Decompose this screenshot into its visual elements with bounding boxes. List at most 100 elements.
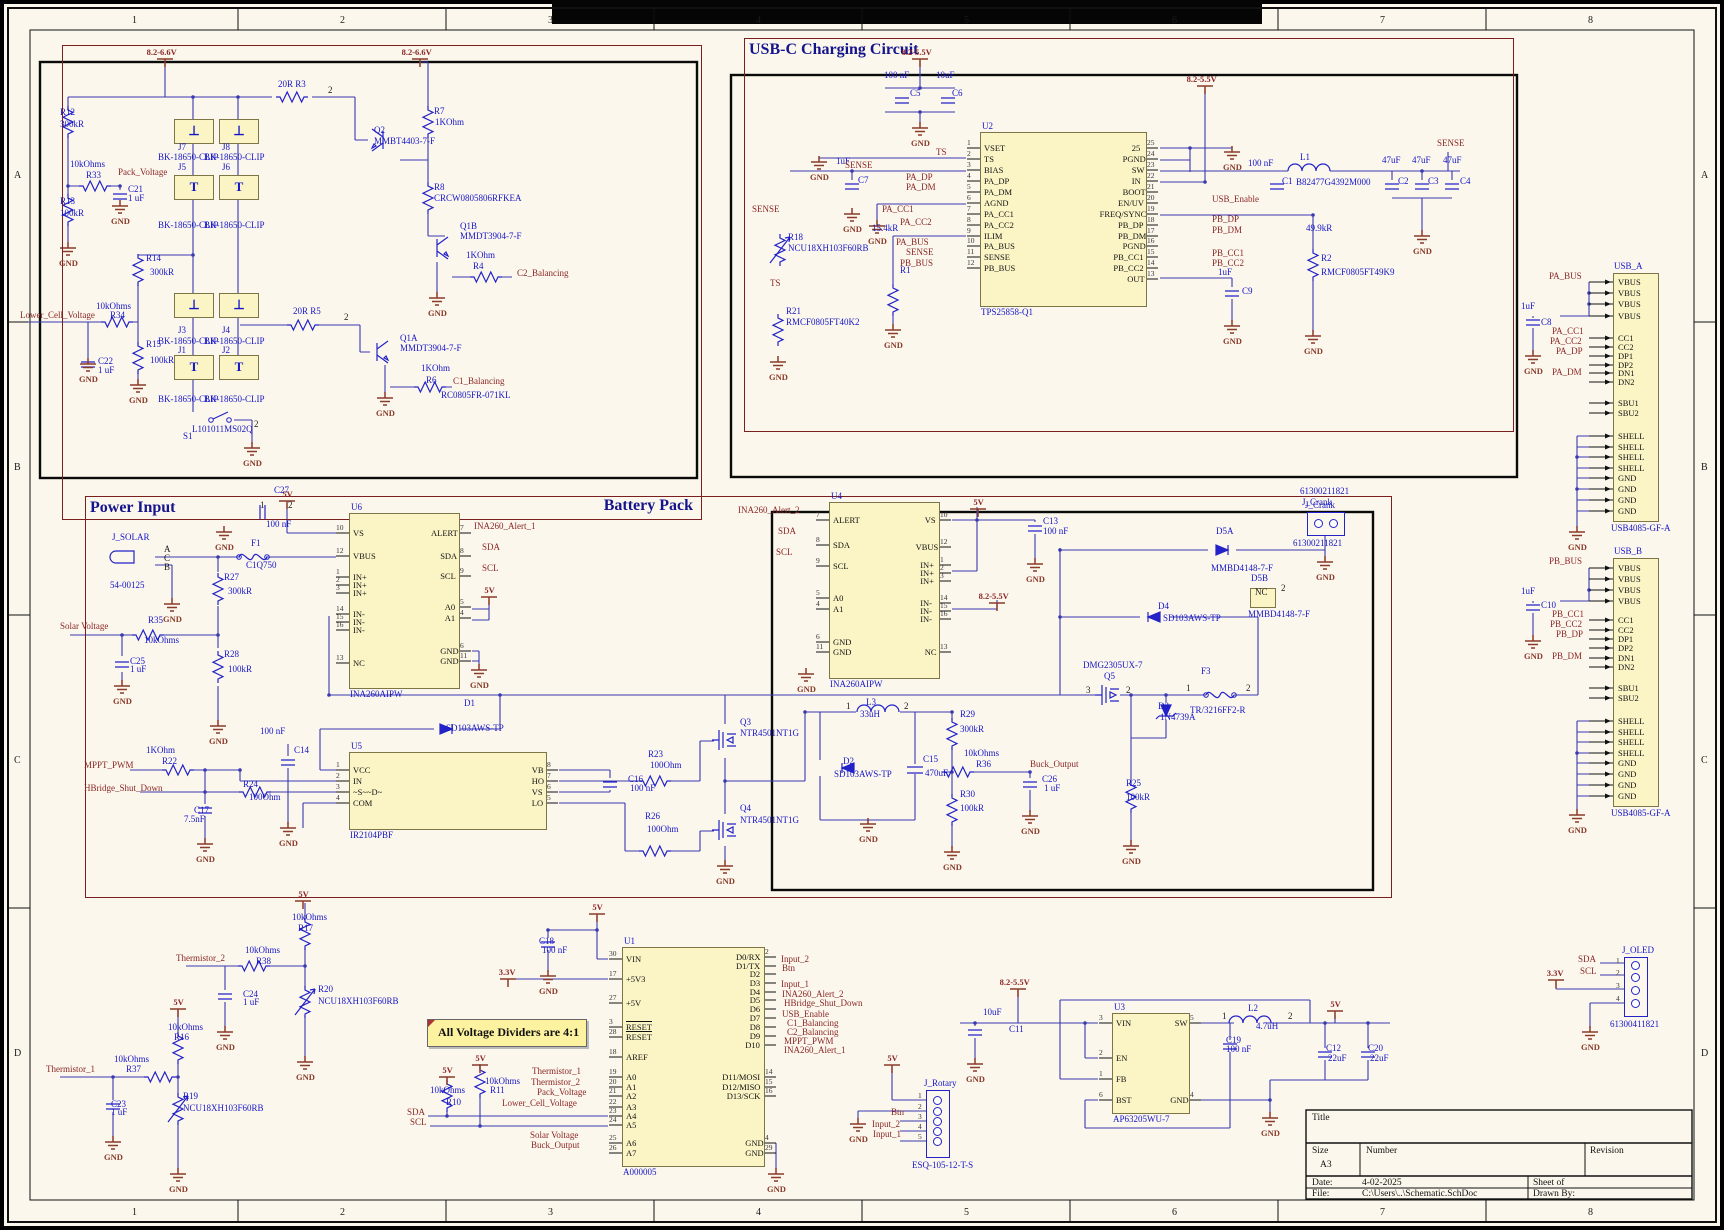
battery-clip[interactable]: T (174, 355, 214, 380)
ground-symbol: GND (1568, 542, 1587, 552)
pin-number: 20 (609, 1077, 617, 1086)
ic-u1[interactable] (622, 947, 765, 1167)
net-label: SDA (407, 1107, 426, 1117)
pin-number: 4 (765, 1133, 769, 1142)
pin-number: 1 (336, 567, 340, 576)
ground-symbol: GND (1581, 1042, 1600, 1052)
value-label: 7.5nF (184, 814, 205, 824)
pin-name: PB_CC2 (1113, 263, 1144, 273)
connector-designator: J_OLED (1622, 945, 1654, 955)
ic-designator: U4 (831, 491, 842, 501)
net-label: Input_2 (872, 1119, 900, 1129)
value-label: S1 (183, 431, 193, 441)
ic-u2[interactable] (980, 132, 1147, 307)
connector-designator: USB_A (1614, 261, 1643, 271)
ic-u4[interactable] (829, 502, 940, 679)
value-label: J5 (178, 162, 187, 172)
connector-j-crank[interactable] (1307, 512, 1345, 536)
value-label: C21 (128, 184, 144, 194)
pin-name: PGND (1122, 154, 1146, 164)
power-port: 8.2-5.5V (978, 591, 1009, 601)
battery-clip[interactable]: ⊥ (174, 293, 214, 318)
value-label: R24 (243, 779, 259, 789)
battery-clip[interactable]: T (174, 175, 214, 200)
value-label: 100Ohm (249, 792, 281, 802)
pin-name: ~S~~D~ (353, 787, 383, 797)
ic-u5[interactable] (349, 752, 547, 830)
connector-usb_b[interactable] (1613, 558, 1659, 807)
pin-number: 22 (609, 1097, 617, 1106)
battery-clip[interactable]: ⊥ (219, 119, 259, 144)
value-label: R6 (426, 375, 437, 385)
value-label: L3 (866, 697, 876, 707)
power-port: 5V (475, 1053, 486, 1063)
connector-designator: USB_B (1614, 546, 1643, 556)
pin-number: 21 (609, 1086, 617, 1095)
value-label: R4 (473, 261, 484, 271)
net-label: SDA (778, 526, 797, 536)
battery-clip[interactable]: ⊥ (219, 293, 259, 318)
pin-name: IN+ (920, 576, 934, 586)
ground-symbol: GND (163, 614, 182, 624)
pin-name: SCL (440, 571, 456, 581)
value-label: J3 (178, 325, 187, 335)
pin-name: IN- (353, 609, 365, 619)
pin-number: 25 (1147, 138, 1155, 147)
ground-symbol: GND (243, 458, 262, 468)
titleblock-date-label: Date: (1312, 1178, 1333, 1188)
value-label: R37 (126, 1064, 142, 1074)
ic-u6[interactable] (349, 513, 460, 689)
ground-symbol: GND (539, 986, 558, 996)
border-column-label: 3 (548, 15, 553, 26)
border-column-label: 4 (756, 1207, 761, 1218)
pin-number: 18 (609, 1047, 617, 1056)
titleblock-date-value: 4-02-2025 (1362, 1178, 1402, 1188)
value-label: R36 (976, 759, 992, 769)
net-label: PA_DM (906, 182, 936, 192)
pin-circle (933, 1127, 942, 1136)
battery-clip[interactable]: ⊥ (174, 119, 214, 144)
net-label: SCL (482, 563, 499, 573)
section-title: Power Input (90, 499, 176, 516)
power-port: 8.2-5.5V (1186, 74, 1217, 84)
net-label: PB_CC2 (1550, 619, 1583, 629)
pin-circle (1631, 961, 1640, 970)
value-label: MMBT4403-7-F (374, 136, 436, 146)
value-label: 100 nF (542, 945, 568, 955)
pin-name: SHELL (1618, 463, 1645, 473)
annotation-note[interactable]: All Voltage Dividers are 4:1 (427, 1019, 587, 1047)
battery-clip[interactable]: T (219, 175, 259, 200)
value-label: 300kR (150, 267, 175, 277)
pin-number: 11 (816, 642, 824, 651)
ground-symbol: GND (169, 1184, 188, 1194)
pin-name: GND (1618, 769, 1637, 779)
pin-name: IN- (353, 625, 365, 635)
battery-clip[interactable]: T (219, 355, 259, 380)
pin-name: SBU2 (1618, 408, 1639, 418)
pin-name: SHELL (1618, 431, 1645, 441)
power-port: 5V (173, 997, 184, 1007)
pin-name: A6 (626, 1138, 637, 1148)
power-port: 5V (484, 585, 495, 595)
ic-designator: U5 (351, 741, 362, 751)
pin-name: IN+ (920, 568, 934, 578)
pin-name: DP2 (1618, 360, 1634, 370)
titleblock-title-label: Title (1312, 1113, 1330, 1123)
net-label: MPPT_PWM (784, 1036, 834, 1046)
value-label: CRCW0805806RFKEA (434, 193, 522, 203)
value-label: BK-18650-CLIP (158, 152, 219, 162)
net-label: PB_DP (1556, 629, 1584, 639)
value-label: C20 (1368, 1043, 1384, 1053)
value-label: 1uF (1521, 586, 1536, 596)
ic-u3[interactable] (1112, 1013, 1190, 1114)
value-label: 49.9kR (1306, 223, 1333, 233)
net-label: C2_Balancing (787, 1027, 839, 1037)
pin-name: SHELL (1618, 716, 1645, 726)
pin-name: NC (924, 647, 937, 657)
pin-name: A7 (626, 1148, 637, 1158)
value-label: D4 (1158, 601, 1169, 611)
pin-number: 3 (1099, 1013, 1103, 1022)
connector-usb_a[interactable] (1613, 273, 1659, 522)
net-label: PB_CC1 (1212, 248, 1245, 258)
titleblock-revision-label: Revision (1590, 1146, 1624, 1156)
